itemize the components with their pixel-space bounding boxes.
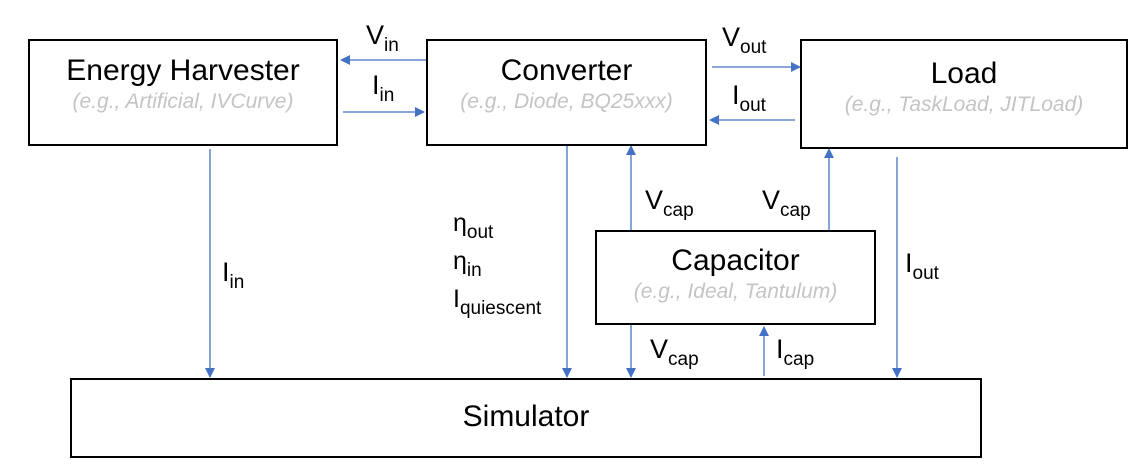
converter-block: Converter (e.g., Diode, BQ25xxx): [426, 39, 707, 146]
simulator-title: Simulator: [462, 400, 590, 433]
label-v-cap-bottom-sub: cap: [668, 349, 699, 370]
label-eta-out: ηout: [453, 208, 493, 242]
converter-title: Converter: [500, 54, 633, 87]
capacitor-block: Capacitor (e.g., Ideal, Tantulum): [595, 230, 876, 325]
converter-subtitle: (e.g., Diode, BQ25xxx): [460, 90, 673, 113]
label-i-in-top-sub: in: [379, 85, 395, 106]
label-v-out-main: V: [722, 22, 741, 52]
label-i-quiescent: Iquiescent: [453, 284, 541, 318]
capacitor-title: Capacitor: [671, 244, 800, 277]
label-eta-in-main: η: [453, 247, 467, 275]
load-title: Load: [930, 57, 998, 90]
label-i-cap-sub: cap: [783, 349, 815, 370]
label-eta-in: ηin: [453, 246, 482, 280]
energy-harvester-subtitle: (e.g., Artificial, IVCurve): [72, 90, 294, 113]
label-i-out-top-main: I: [732, 80, 740, 110]
label-i-out-side-sub: out: [912, 263, 939, 284]
simulator-block: Simulator: [70, 378, 982, 458]
label-v-cap-left-main: V: [645, 185, 664, 215]
label-i-cap: Icap: [776, 334, 814, 369]
label-v-in-sub: in: [384, 35, 399, 56]
label-v-cap-bottom: Vcap: [650, 334, 699, 369]
label-v-cap-left: Vcap: [645, 185, 694, 220]
label-i-quiescent-sub: quiescent: [459, 298, 542, 319]
label-i-in-side-sub: in: [229, 272, 245, 293]
label-i-quiescent-main: I: [453, 285, 460, 313]
label-v-cap-right-main: V: [762, 185, 781, 215]
label-i-in-top-main: I: [372, 70, 380, 100]
label-i-in-side: Iin: [222, 257, 244, 292]
label-eta-in-sub: in: [466, 260, 482, 281]
label-i-out-side-main: I: [905, 248, 913, 278]
label-v-out: Vout: [722, 22, 766, 57]
label-i-out-top: Iout: [732, 80, 766, 115]
label-i-in-side-main: I: [222, 257, 230, 287]
load-subtitle: (e.g., TaskLoad, JITLoad): [844, 93, 1084, 116]
energy-harvester-title: Energy Harvester: [66, 54, 300, 87]
label-v-cap-left-sub: cap: [663, 200, 694, 221]
label-v-cap-bottom-main: V: [650, 334, 669, 364]
label-i-out-top-sub: out: [739, 95, 766, 116]
label-v-cap-right: Vcap: [762, 185, 811, 220]
label-v-in: Vin: [366, 20, 399, 55]
label-v-cap-right-sub: cap: [780, 200, 811, 221]
label-eta-out-main: η: [453, 209, 467, 237]
load-block: Load (e.g., TaskLoad, JITLoad): [800, 39, 1128, 149]
label-i-out-side: Iout: [905, 248, 939, 283]
label-v-out-sub: out: [740, 37, 767, 58]
energy-harvester-block: Energy Harvester (e.g., Artificial, IVCu…: [28, 39, 338, 146]
capacitor-subtitle: (e.g., Ideal, Tantulum): [633, 280, 838, 303]
label-i-cap-main: I: [776, 334, 784, 364]
label-v-in-main: V: [366, 20, 385, 50]
label-i-in-top: Iin: [372, 70, 394, 105]
label-eta-out-sub: out: [466, 222, 494, 243]
